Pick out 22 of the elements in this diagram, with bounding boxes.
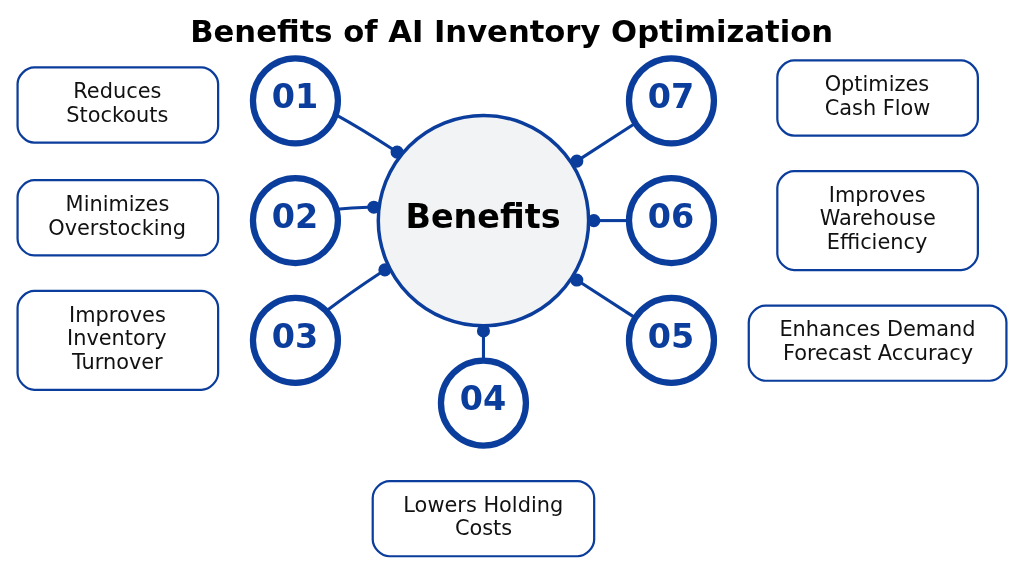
node-circle: 04: [437, 357, 530, 449]
connector: [570, 273, 637, 320]
node-circle: 03: [249, 294, 342, 386]
connector: [334, 113, 404, 159]
node-circle: 07: [625, 55, 718, 147]
node-circle: 06: [625, 174, 718, 267]
diagram-title: Benefits of AI Inventory Optimization: [190, 14, 834, 50]
node-box: Optimizes Cash Flow: [776, 59, 979, 137]
node-box: Improves Inventory Turnover: [16, 289, 220, 391]
node-box: Lowers Holding Costs: [371, 479, 596, 558]
node-circle: 05: [625, 294, 718, 386]
connector: [325, 263, 392, 313]
node-box: Minimizes Overstocking: [16, 179, 220, 257]
node-circle: 02: [249, 174, 342, 267]
connector: [587, 214, 629, 228]
node-circle: 01: [249, 55, 342, 147]
node-box: Improves Warehouse Efficiency: [776, 170, 979, 272]
connector: [476, 324, 490, 361]
connector: [336, 200, 381, 214]
node-box: Reduces Stockouts: [16, 66, 220, 144]
connector: [570, 122, 637, 168]
node-box: Enhances Demand Forecast Accuracy: [747, 304, 1008, 382]
